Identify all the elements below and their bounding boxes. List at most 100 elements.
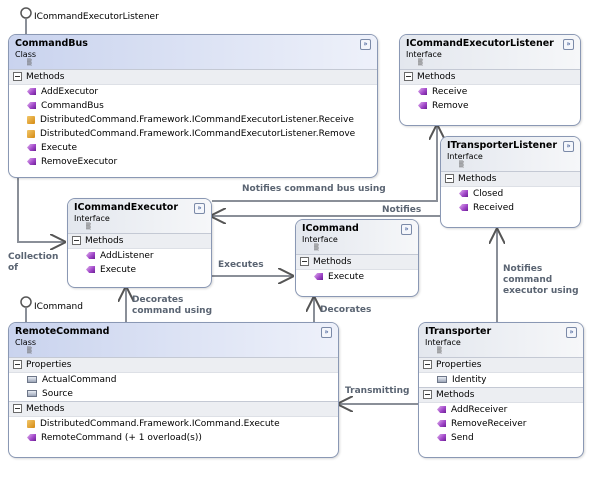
member[interactable]: Identity bbox=[419, 373, 583, 387]
member[interactable]: Closed bbox=[441, 187, 580, 201]
section-label: Methods bbox=[417, 72, 456, 82]
section-toggle-icon[interactable] bbox=[72, 236, 81, 245]
box-header: ICommandExecutorListener Interface ▒ » bbox=[400, 35, 580, 69]
member[interactable]: ActualCommand bbox=[9, 373, 338, 387]
collapse-icon[interactable]: » bbox=[360, 39, 371, 50]
interface-box-itransporter[interactable]: ITransporter Interface ▒ » Properties Id… bbox=[418, 322, 584, 458]
member[interactable]: Received bbox=[441, 201, 580, 215]
member[interactable]: AddExecutor bbox=[9, 85, 377, 99]
method-icon bbox=[418, 88, 427, 95]
member-label: DistributedCommand.Framework.ICommandExe… bbox=[40, 129, 356, 139]
section-toggle-icon[interactable] bbox=[404, 72, 413, 81]
member[interactable]: CommandBus bbox=[9, 99, 377, 113]
box-hint: ▒ bbox=[314, 244, 319, 251]
member[interactable]: DistributedCommand.Framework.ICommandExe… bbox=[9, 113, 377, 127]
member-label: RemoveReceiver bbox=[451, 419, 527, 429]
member[interactable]: RemoveExecutor bbox=[9, 155, 377, 169]
member[interactable]: DistributedCommand.Framework.ICommand.Ex… bbox=[9, 417, 338, 431]
box-header: ITransporter Interface ▒ » bbox=[419, 323, 583, 357]
method-icon bbox=[418, 102, 427, 109]
method-icon bbox=[27, 102, 36, 109]
method-icon bbox=[437, 420, 446, 427]
section-properties[interactable]: Properties bbox=[9, 357, 338, 373]
section-methods[interactable]: Methods bbox=[9, 69, 377, 85]
member-label: Remove bbox=[432, 101, 469, 111]
class-box-remotecommand[interactable]: RemoteCommand Class ▒ » Properties Actua… bbox=[8, 322, 339, 458]
interface-box-icommand[interactable]: ICommand Interface ▒ » Methods Execute bbox=[295, 219, 419, 297]
section-toggle-icon[interactable] bbox=[13, 404, 22, 413]
section-toggle-icon[interactable] bbox=[423, 360, 432, 369]
section-toggle-icon[interactable] bbox=[445, 174, 454, 183]
collapse-icon[interactable]: » bbox=[563, 141, 574, 152]
private-method-icon bbox=[27, 129, 35, 138]
member-label: Source bbox=[42, 389, 73, 399]
section-toggle-icon[interactable] bbox=[300, 257, 309, 266]
section-methods[interactable]: Methods bbox=[68, 233, 211, 249]
collapse-icon[interactable]: » bbox=[401, 224, 412, 235]
interface-box-icommandexecutorlistener[interactable]: ICommandExecutorListener Interface ▒ » M… bbox=[399, 34, 581, 126]
member[interactable]: DistributedCommand.Framework.ICommandExe… bbox=[9, 127, 377, 141]
section-methods[interactable]: Methods bbox=[400, 69, 580, 85]
connector-label-collection-1: Collection bbox=[8, 252, 59, 262]
member[interactable]: AddListener bbox=[68, 249, 211, 263]
box-title: ICommandExecutorListener bbox=[406, 38, 554, 49]
edge-collection-of bbox=[17, 178, 64, 242]
member-label: Receive bbox=[432, 87, 468, 97]
method-icon bbox=[27, 434, 36, 441]
section-properties[interactable]: Properties bbox=[419, 357, 583, 373]
member[interactable]: Execute bbox=[68, 263, 211, 277]
box-title: ITransporterListener bbox=[447, 140, 558, 151]
collapse-icon[interactable]: » bbox=[321, 327, 332, 338]
member-label: Execute bbox=[328, 272, 364, 282]
member-label: DistributedCommand.Framework.ICommand.Ex… bbox=[40, 419, 280, 429]
member[interactable]: RemoveReceiver bbox=[419, 417, 583, 431]
box-hint: ▒ bbox=[418, 59, 423, 66]
member[interactable]: AddReceiver bbox=[419, 403, 583, 417]
method-icon bbox=[27, 144, 36, 151]
member[interactable]: RemoteCommand (+ 1 overload(s)) bbox=[9, 431, 338, 445]
collapse-icon[interactable]: » bbox=[566, 327, 577, 338]
interface-box-icommandexecutor[interactable]: ICommandExecutor Interface ▒ » Methods A… bbox=[67, 198, 212, 288]
class-box-commandbus[interactable]: CommandBus Class ▒ » Methods AddExecutor… bbox=[8, 34, 378, 178]
property-icon bbox=[27, 390, 37, 397]
section-toggle-icon[interactable] bbox=[13, 72, 22, 81]
member[interactable]: Receive bbox=[400, 85, 580, 99]
method-icon bbox=[27, 88, 36, 95]
member-label: Send bbox=[451, 433, 474, 443]
connector-label-decorates-using-1: Decorates bbox=[132, 295, 184, 305]
section-label: Methods bbox=[458, 174, 497, 184]
box-header: ICommandExecutor Interface ▒ » bbox=[68, 199, 211, 233]
interface-box-itransporterlistener[interactable]: ITransporterListener Interface ▒ » Metho… bbox=[440, 136, 581, 228]
section-label: Methods bbox=[313, 257, 352, 267]
member-label: Identity bbox=[452, 375, 487, 385]
box-title: ITransporter bbox=[425, 326, 492, 337]
section-methods[interactable]: Methods bbox=[296, 254, 418, 270]
connector-label-notifies-exec-1: Notifies bbox=[503, 264, 543, 274]
lollipop-circle-commandbus bbox=[20, 7, 32, 19]
connector-label-notifies-exec-2: command bbox=[503, 275, 553, 285]
collapse-icon[interactable]: » bbox=[194, 203, 205, 214]
section-methods[interactable]: Methods bbox=[9, 401, 338, 417]
lollipop-label-icommand: ICommand bbox=[34, 302, 83, 312]
member[interactable]: Send bbox=[419, 431, 583, 445]
box-title: RemoteCommand bbox=[15, 326, 110, 337]
section-toggle-icon[interactable] bbox=[13, 360, 22, 369]
member[interactable]: Source bbox=[9, 387, 338, 401]
section-methods[interactable]: Methods bbox=[441, 171, 580, 187]
section-label: Properties bbox=[436, 360, 482, 370]
collapse-icon[interactable]: » bbox=[563, 39, 574, 50]
connector-label-notifies-exec-3: executor using bbox=[503, 286, 579, 296]
section-toggle-icon[interactable] bbox=[423, 390, 432, 399]
box-hint: ▒ bbox=[27, 59, 32, 66]
member[interactable]: Execute bbox=[9, 141, 377, 155]
method-icon bbox=[27, 158, 36, 165]
member-label: RemoveExecutor bbox=[41, 157, 118, 167]
member[interactable]: Remove bbox=[400, 99, 580, 113]
section-methods[interactable]: Methods bbox=[419, 387, 583, 403]
member-label: AddExecutor bbox=[41, 87, 99, 97]
member-label: ActualCommand bbox=[42, 375, 117, 385]
member[interactable]: Execute bbox=[296, 270, 418, 284]
section-label: Methods bbox=[85, 236, 124, 246]
box-stereotype: Interface bbox=[74, 214, 110, 223]
